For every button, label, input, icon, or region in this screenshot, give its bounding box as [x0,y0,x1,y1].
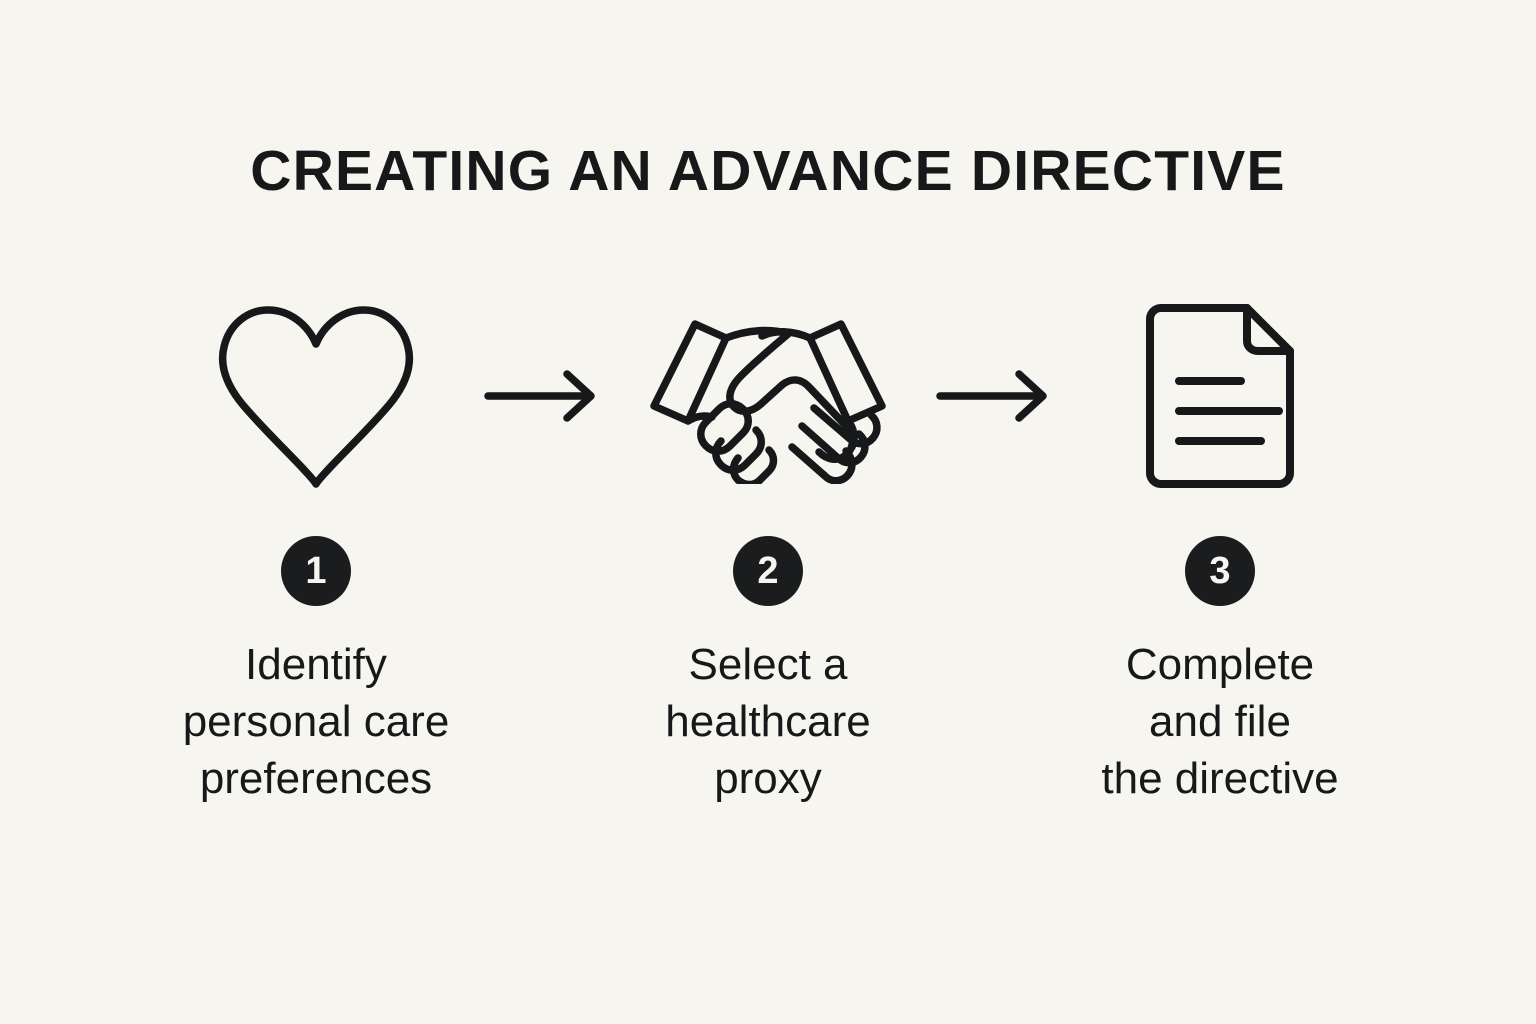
step-2-caption-line-1: Select a [688,640,848,689]
handshake-icon [642,308,894,484]
document-icon [1137,301,1303,491]
connector-2 [918,288,1070,504]
step-3: 3 Complete and file the directive [1070,288,1370,808]
step-3-icon-box [1070,288,1370,504]
step-1-badge: 1 [281,536,351,606]
step-2-caption-line-3: proxy [714,754,822,804]
step-3-caption-line-2: and file [1149,697,1291,747]
step-2: 2 Select a healthcare proxy [618,288,918,808]
step-3-badge: 3 [1185,536,1255,606]
step-2-icon-box [618,288,918,504]
step-2-caption: Select a healthcare proxy [665,636,870,808]
step-1-icon-box [166,288,466,504]
step-1-caption: Identify personal care preferences [183,636,450,808]
connector-1 [466,288,618,504]
arrow-right-icon [483,368,601,424]
step-1-caption-line-3: preferences [199,754,433,804]
step-3-caption-line-3: the directive [1101,754,1339,804]
steps-row: 1 Identify personal care preferences [0,288,1536,848]
heart-icon [218,301,414,491]
step-1-caption-line-1: Identify [245,640,387,689]
step-3-caption: Complete and file the directive [1101,636,1338,808]
step-1: 1 Identify personal care preferences [166,288,466,808]
step-1-caption-line-2: personal care [182,697,450,747]
arrow-right-icon [935,368,1053,424]
step-3-caption-line-1: Complete [1125,640,1315,689]
step-2-caption-line-2: healthcare [665,697,871,747]
page-title: CREATING AN ADVANCE DIRECTIVE [250,139,1286,203]
step-2-badge: 2 [733,536,803,606]
